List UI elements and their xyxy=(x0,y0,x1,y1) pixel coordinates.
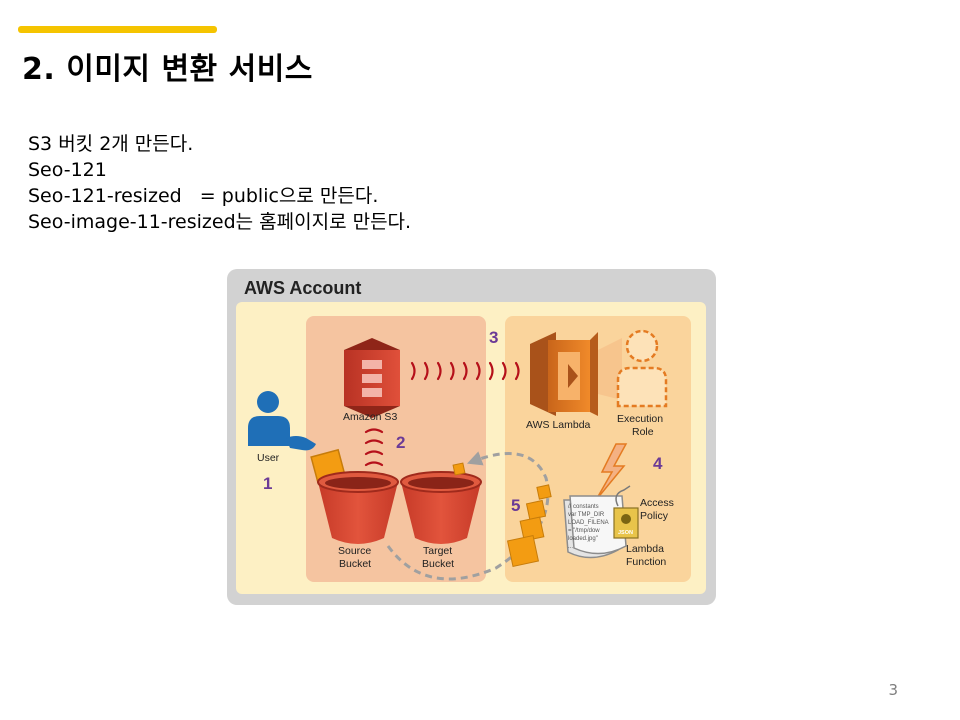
lambda-function-label-line: Lambda xyxy=(626,543,664,555)
aws-lambda-label: AWS Lambda xyxy=(526,419,591,431)
lightning-icon xyxy=(595,443,628,501)
aws-account-title: AWS Account xyxy=(244,278,361,298)
lambda-function-label: Lambda Function xyxy=(626,543,667,568)
target-bucket-icon xyxy=(400,471,482,544)
target-bucket-label: Target Bucket xyxy=(422,545,455,570)
body-line: Seo-121-resized = public으로 만든다. xyxy=(28,185,379,207)
execution-role-label: Execution Role xyxy=(617,413,666,438)
access-policy-label-line: Access xyxy=(640,497,674,509)
code-line: var TMP_DIR xyxy=(568,512,605,518)
source-bucket-icon xyxy=(317,471,399,544)
user-icon xyxy=(248,391,316,451)
step-3: 3 xyxy=(489,328,498,347)
code-document-icon xyxy=(563,495,627,559)
target-bucket-label-line: Bucket xyxy=(422,558,454,570)
body-line: Seo-image-11-resized는 홈페이지로 만든다. xyxy=(28,211,412,233)
source-bucket-label-line: Source xyxy=(338,545,371,557)
body-line: Seo-121 xyxy=(28,159,107,181)
execution-role-label-line: Execution xyxy=(617,413,663,425)
signal-waves-vertical xyxy=(364,428,384,467)
user-label: User xyxy=(257,452,280,464)
slide-title: 2. 이미지 변환 서비스 xyxy=(22,52,313,87)
step-4: 4 xyxy=(653,454,663,473)
body-line: S3 버킷 2개 만든다. xyxy=(28,133,194,155)
source-bucket-label-line: Bucket xyxy=(339,558,371,570)
aws-architecture-diagram: AWS Account User 1 Amazon S3 3 xyxy=(227,269,716,605)
body-text: S3 버킷 2개 만든다. Seo-121 Seo-121-resized = … xyxy=(28,131,411,235)
access-policy-label: Access Policy xyxy=(640,497,677,522)
execution-role-label-line: Role xyxy=(632,426,654,438)
title-accent-bar xyxy=(18,26,217,33)
amazon-s3-icon xyxy=(344,338,400,418)
lambda-function-label-line: Function xyxy=(626,556,666,568)
code-line: ... xyxy=(568,544,573,550)
code-line: LOAD_FILENA xyxy=(568,520,609,526)
step-2: 2 xyxy=(396,433,405,452)
code-line: = "/tmp/dow xyxy=(568,528,600,534)
signal-waves-horizontal xyxy=(410,361,520,381)
aws-lambda-icon xyxy=(530,332,598,416)
amazon-s3-label: Amazon S3 xyxy=(343,411,397,423)
target-bucket-label-line: Target xyxy=(423,545,452,557)
processed-object-icons xyxy=(452,462,552,568)
source-bucket-label: Source Bucket xyxy=(338,545,374,570)
role-link-beam xyxy=(598,338,622,400)
json-badge: JSON xyxy=(618,530,633,536)
step-5: 5 xyxy=(511,496,520,515)
json-policy-icon xyxy=(613,485,639,539)
execution-role-icon xyxy=(616,329,668,408)
code-snippet: // constants var TMP_DIR LOAD_FILENA = "… xyxy=(568,504,610,550)
page-number: 3 xyxy=(888,681,898,699)
code-line: loaded.jpg" xyxy=(568,536,598,542)
access-policy-label-line: Policy xyxy=(640,510,669,522)
step-1: 1 xyxy=(263,474,272,493)
code-line: // constants xyxy=(568,504,599,510)
